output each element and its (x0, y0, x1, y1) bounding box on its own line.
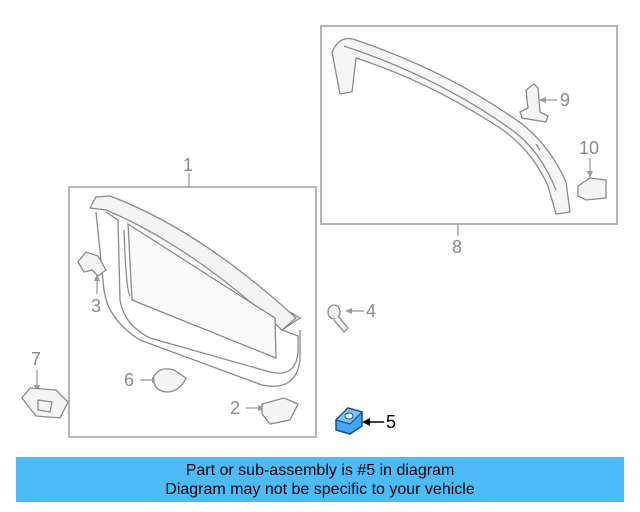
part-5-nut-highlighted[interactable] (334, 407, 364, 435)
arrowhead-9 (539, 97, 546, 103)
assembly-8-box (320, 25, 618, 225)
part-7-cover (21, 387, 69, 419)
callout-8: 8 (452, 237, 463, 257)
part-9-clip (519, 83, 549, 123)
part-1-trim-panel (88, 195, 302, 387)
assembly-1-box (68, 186, 317, 438)
banner-line-2: Diagram may not be specific to your vehi… (165, 480, 475, 498)
callout-6: 6 (124, 370, 135, 390)
callout-1: 1 (183, 155, 194, 175)
part-8-garnish (331, 37, 571, 215)
part-3-clip (77, 251, 107, 277)
part-6-grommet (153, 368, 187, 393)
banner-line-1: Part or sub-assembly is #5 in diagram (185, 461, 455, 479)
callout-7: 7 (31, 349, 42, 369)
callout-9: 9 (560, 90, 571, 110)
callout-5: 5 (386, 412, 397, 432)
arrowhead-3 (94, 274, 100, 281)
arrowhead-5 (362, 418, 370, 426)
info-banner: Part or sub-assembly is #5 in diagram Di… (16, 457, 624, 502)
callout-4: 4 (366, 301, 377, 321)
part-10-bracket (577, 177, 607, 201)
part-2-clip (261, 397, 299, 425)
callout-3: 3 (91, 296, 102, 316)
arrowhead-4 (345, 308, 352, 314)
arrowhead-10 (587, 171, 593, 178)
callout-2: 2 (230, 398, 241, 418)
part-4-screw (327, 304, 349, 333)
callout-10: 10 (579, 138, 600, 158)
